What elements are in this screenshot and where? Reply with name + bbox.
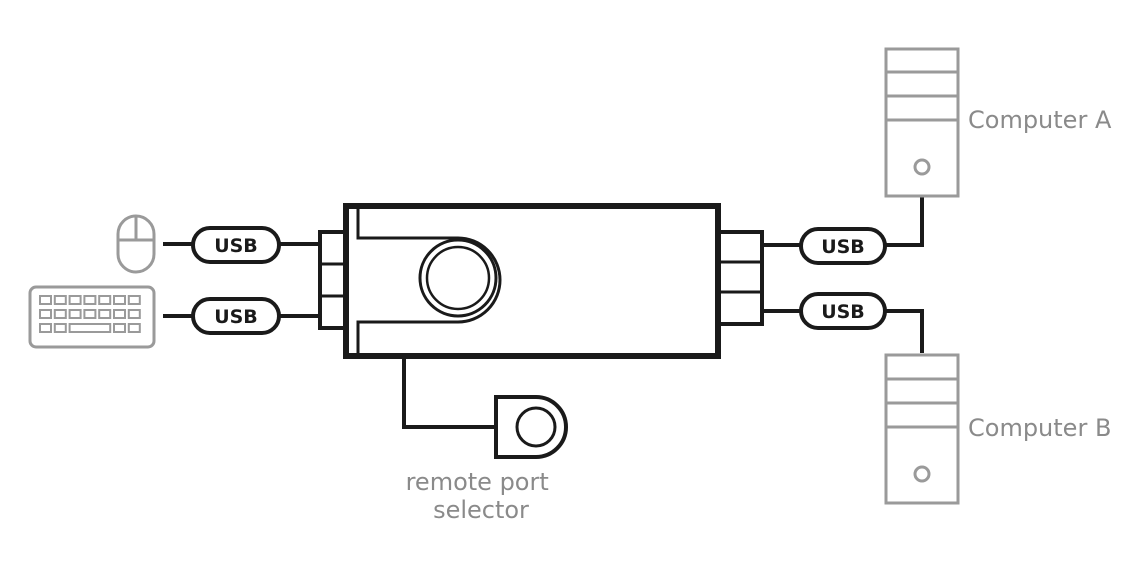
keyboard-spacebar bbox=[68, 323, 112, 333]
remote-selector-cable bbox=[402, 356, 496, 429]
computer-b-icon bbox=[884, 353, 960, 505]
remote-selector-label: remote port selector bbox=[406, 468, 557, 524]
kvm-switch-icon bbox=[318, 203, 764, 359]
keyboard-key bbox=[83, 309, 97, 319]
keyboard-key bbox=[127, 309, 141, 319]
remote-selector-label-line2: selector bbox=[433, 496, 529, 524]
keyboard-key bbox=[127, 295, 141, 305]
usb-label-computer-a: USB bbox=[821, 236, 865, 258]
usb-connector-keyboard: USB bbox=[191, 297, 281, 335]
keyboard-key bbox=[113, 295, 126, 305]
keyboard-key bbox=[39, 309, 52, 319]
keyboard-key bbox=[113, 309, 126, 319]
keyboard-key bbox=[39, 295, 52, 305]
usb-connector-computer-b: USB bbox=[799, 292, 887, 330]
keyboard-key bbox=[53, 323, 67, 333]
keyboard-key bbox=[68, 295, 82, 305]
computer-a-label: Computer A bbox=[968, 106, 1112, 134]
usb-connector-mouse: USB bbox=[191, 226, 281, 264]
cables bbox=[163, 197, 924, 429]
keyboard-key bbox=[53, 295, 67, 305]
right-port-block bbox=[716, 230, 764, 326]
remote-selector-icon bbox=[494, 395, 568, 459]
usb-connector-computer-a: USB bbox=[799, 227, 887, 265]
mouse-icon bbox=[116, 214, 156, 274]
keyboard-key bbox=[113, 323, 126, 333]
usb-label-computer-b: USB bbox=[821, 301, 865, 323]
keyboard-key bbox=[98, 309, 112, 319]
keyboard-key bbox=[39, 323, 52, 333]
keyboard-icon bbox=[28, 285, 156, 349]
computer-b-label: Computer B bbox=[968, 414, 1111, 442]
computer-a-cable-right bbox=[885, 197, 924, 247]
button-cradle bbox=[356, 206, 502, 356]
computer-b-cable-right bbox=[885, 309, 924, 353]
keyboard-key bbox=[98, 295, 112, 305]
switch-body bbox=[343, 203, 721, 359]
computer-a-icon bbox=[884, 47, 960, 198]
left-port-block bbox=[318, 230, 348, 330]
keyboard-key bbox=[68, 309, 82, 319]
keyboard-key bbox=[83, 295, 97, 305]
usb-label-mouse: USB bbox=[214, 235, 258, 257]
keyboard-key bbox=[127, 323, 141, 333]
remote-selector-label-line1: remote port bbox=[406, 468, 549, 496]
keyboard-key bbox=[53, 309, 67, 319]
usb-label-keyboard: USB bbox=[214, 306, 258, 328]
